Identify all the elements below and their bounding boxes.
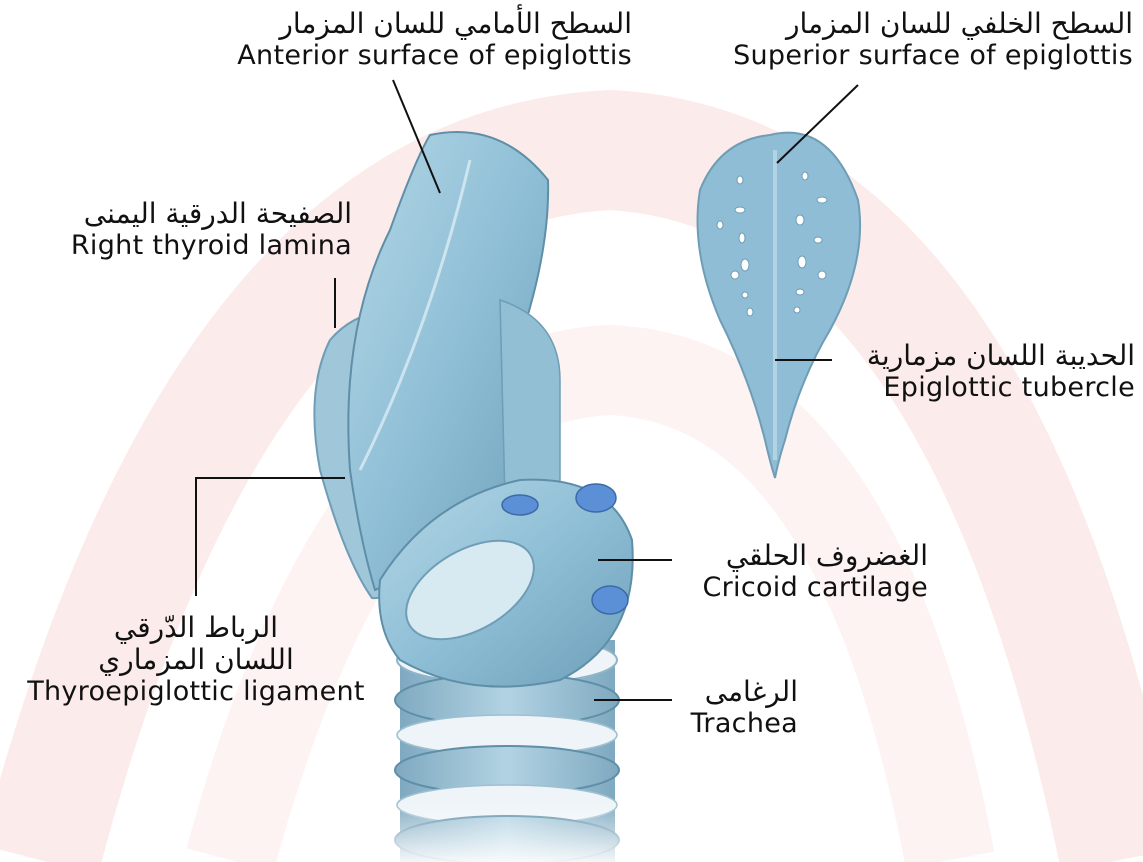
label-trachea: الرغامى Trachea	[680, 676, 798, 739]
label-superior-surface-en: Superior surface of epiglottis	[690, 40, 1133, 71]
label-thyroepiglottic-ligament-ar1: الرباط الدّرقي	[4, 612, 388, 644]
label-anterior-surface-en: Anterior surface of epiglottis	[200, 40, 632, 71]
label-thyroepiglottic-ligament-ar2: اللسان المزماري	[4, 644, 388, 676]
label-thyroepiglottic-ligament: الرباط الدّرقي اللسان المزماري Thyroepig…	[4, 612, 388, 707]
label-cricoid-cartilage-en: Cricoid cartilage	[680, 572, 928, 603]
label-epiglottic-tubercle: الحديبة اللسان مزمارية Epiglottic tuberc…	[840, 340, 1135, 403]
label-thyroepiglottic-ligament-en: Thyroepiglottic ligament	[4, 676, 388, 707]
label-superior-surface-ar: السطح الخلفي للسان المزمار	[690, 8, 1133, 40]
label-right-thyroid-lamina: الصفيحة الدرقية اليمنى Right thyroid lam…	[10, 198, 352, 261]
label-anterior-surface-ar: السطح الأمامي للسان المزمار	[200, 8, 632, 40]
label-epiglottic-tubercle-en: Epiglottic tubercle	[840, 372, 1135, 403]
label-cricoid-cartilage: الغضروف الحلقي Cricoid cartilage	[680, 540, 928, 603]
label-trachea-ar: الرغامى	[680, 676, 798, 708]
label-right-thyroid-lamina-en: Right thyroid lamina	[10, 230, 352, 261]
label-superior-surface: السطح الخلفي للسان المزمار Superior surf…	[690, 8, 1133, 71]
label-epiglottic-tubercle-ar: الحديبة اللسان مزمارية	[840, 340, 1135, 372]
label-trachea-en: Trachea	[680, 708, 798, 739]
label-cricoid-cartilage-ar: الغضروف الحلقي	[680, 540, 928, 572]
label-anterior-surface: السطح الأمامي للسان المزمار Anterior sur…	[200, 8, 632, 71]
label-right-thyroid-lamina-ar: الصفيحة الدرقية اليمنى	[10, 198, 352, 230]
